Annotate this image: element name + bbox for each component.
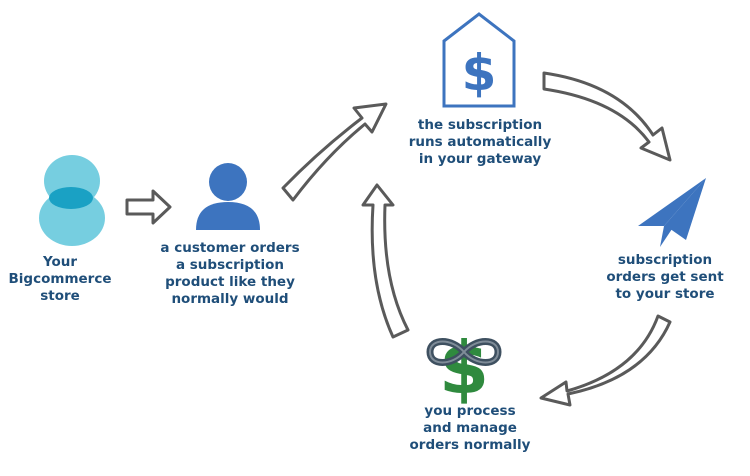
- customer-label: a customer orders a subscription product…: [140, 240, 320, 308]
- dollar-house-icon: $: [442, 12, 516, 108]
- store-label-line: Bigcommerce: [8, 271, 112, 287]
- customer-label-line: a subscription: [175, 257, 285, 273]
- orders-sent-label: subscription orders get sent to your sto…: [585, 252, 745, 303]
- paper-plane-icon: [638, 178, 706, 247]
- process-label-line: you process: [424, 403, 516, 419]
- process-label-line: and manage: [423, 420, 517, 436]
- arrow-process-to-gateway: [361, 183, 410, 339]
- process-label-line: orders normally: [409, 437, 531, 453]
- arrow-gateway-to-orders: [542, 71, 672, 162]
- customer-label-line: a customer orders: [160, 240, 300, 256]
- bigcommerce-logo-icon: [39, 155, 105, 246]
- gateway-label: the subscription runs automatically in y…: [385, 117, 575, 168]
- orders-sent-label-line: subscription: [617, 252, 713, 268]
- store-label-line: Your: [42, 254, 78, 270]
- process-label: you process and manage orders normally: [395, 403, 545, 454]
- gateway-label-line: in your gateway: [418, 151, 542, 167]
- gateway-label-line: the subscription: [417, 117, 543, 133]
- svg-text:$: $: [462, 44, 497, 102]
- orders-sent-label-line: to your store: [615, 286, 715, 302]
- arrow-store-to-customer: [125, 189, 172, 225]
- arrow-customer-to-gateway: [281, 102, 388, 202]
- arrow-orders-to-process: [539, 314, 672, 407]
- gateway-label-line: runs automatically: [408, 134, 552, 150]
- store-label-line: store: [40, 288, 80, 304]
- money-infinity-icon: $: [426, 326, 502, 410]
- store-label: Your Bigcommerce store: [5, 254, 115, 305]
- person-icon: [196, 163, 260, 230]
- customer-label-line: product like they: [165, 274, 295, 290]
- customer-label-line: normally would: [171, 291, 289, 307]
- orders-sent-label-line: orders get sent: [606, 269, 724, 285]
